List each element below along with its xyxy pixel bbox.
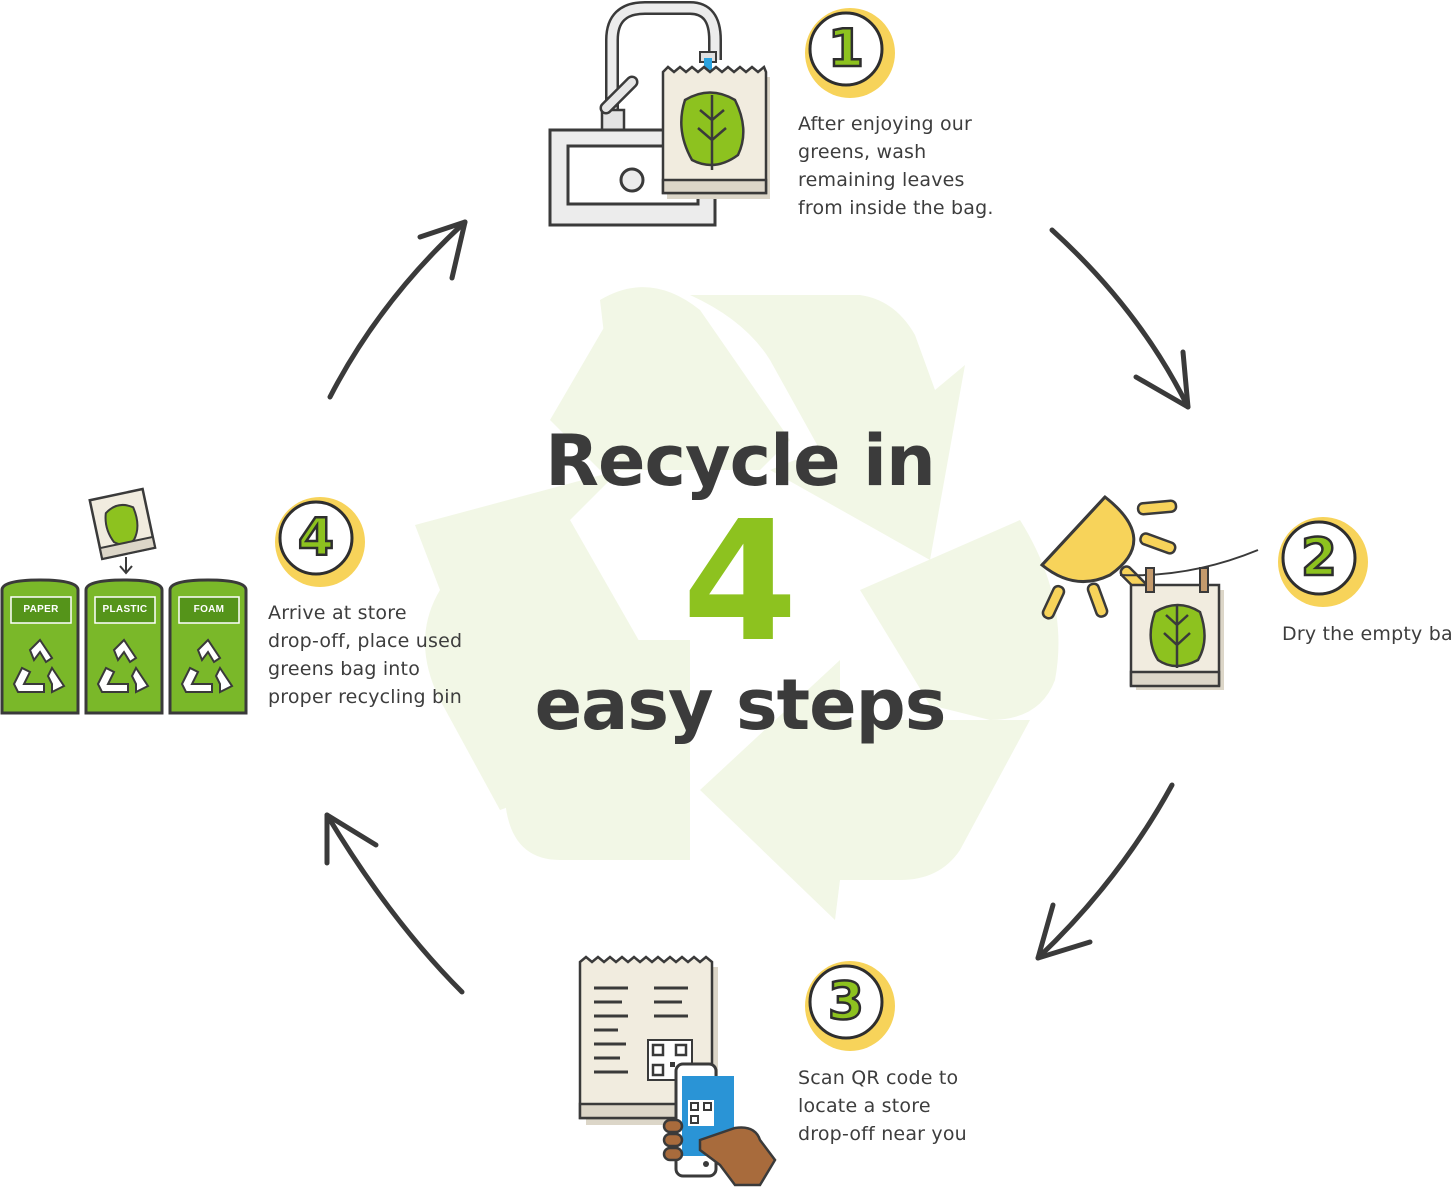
step-1-line: from inside the bag.	[798, 197, 994, 219]
step-3-badge: 3	[804, 960, 896, 1052]
step-2-line: Dry the empty bag	[1282, 623, 1451, 645]
bin-label-foam: FOAM	[193, 604, 225, 615]
step-1-line: After enjoying our	[798, 113, 973, 135]
headline-line1: Recycle in	[545, 420, 936, 502]
bin-label-paper: PAPER	[23, 604, 59, 615]
step-2-number: 2	[1300, 527, 1339, 590]
sink-faucet-icon	[548, 1, 770, 227]
step-1-text: After enjoying our greens, wash remainin…	[798, 110, 994, 222]
step-4-text: Arrive at store drop-off, place used gre…	[268, 599, 462, 711]
bag-drying-icon	[1119, 549, 1259, 690]
recycling-bins-icon	[0, 487, 248, 715]
step-3-line: Scan QR code to	[798, 1067, 959, 1089]
phone-qr-icon	[578, 955, 777, 1187]
step-1-number: 1	[827, 18, 866, 81]
step-1-line: remaining leaves	[798, 169, 965, 191]
step-4-line: greens bag into	[268, 658, 421, 680]
step-1-badge: 1	[804, 7, 896, 99]
badge-rings	[275, 8, 1368, 1051]
step-4-line: Arrive at store	[268, 602, 407, 624]
step-4-line: drop-off, place used	[268, 630, 463, 652]
step-2-badge: 2	[1277, 516, 1369, 608]
step-4-number: 4	[297, 507, 336, 570]
step-1-line: greens, wash	[798, 141, 927, 163]
recycle-symbol-icon	[415, 287, 1059, 920]
step-3-number: 3	[827, 971, 866, 1034]
step-3-text: Scan QR code to locate a store drop-off …	[798, 1064, 967, 1148]
step-4-line: proper recycling bin	[268, 686, 462, 708]
step-4-badge: 4	[274, 496, 366, 588]
step-3-line: locate a store	[798, 1095, 931, 1117]
step-3-line: drop-off near you	[798, 1123, 967, 1145]
headline-line2: easy steps	[534, 664, 947, 746]
bin-label-plastic: PLASTIC	[102, 604, 148, 615]
cycle-arrow-icon	[324, 219, 1191, 995]
headline-number: 4	[682, 486, 798, 679]
step-2-text: Dry the empty bag	[1282, 620, 1451, 648]
